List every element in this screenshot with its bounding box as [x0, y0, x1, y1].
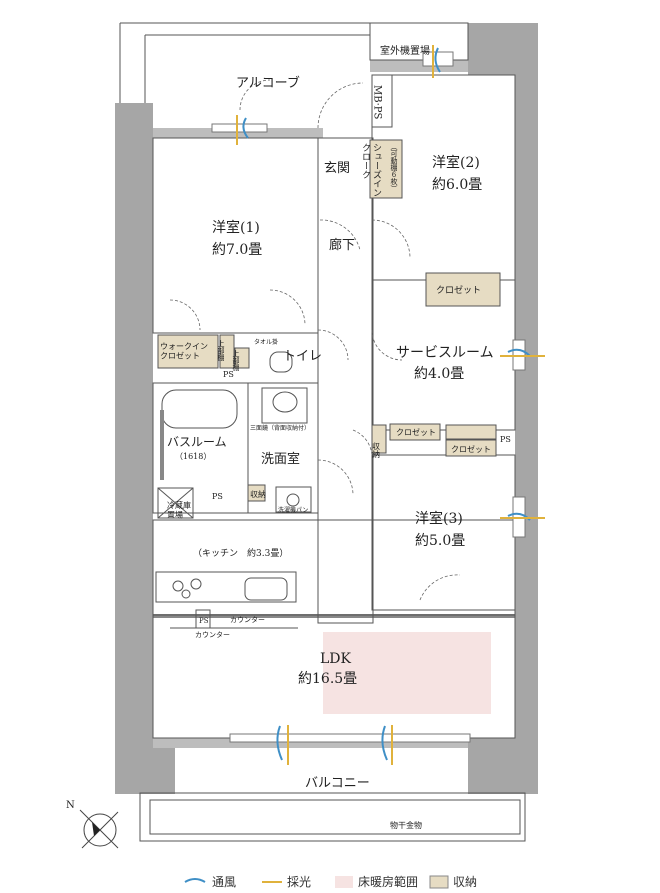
- closet-service: [389, 423, 441, 441]
- legend-ventilation: 通風: [212, 875, 236, 889]
- fridge-label: 冷蔵庫置場: [167, 500, 191, 520]
- upper-shelf-2: [234, 347, 250, 369]
- western1-size: 約7.0畳: [212, 242, 262, 258]
- shoes-closet: [369, 139, 403, 199]
- closet-w3-label: クロゼット: [451, 444, 491, 454]
- upper-shelf-1: [219, 334, 235, 369]
- shelf-note: （可動棚６枚）: [390, 143, 398, 192]
- upper-shelf1-label: 上部棚: [217, 339, 225, 362]
- ldk-size: 約16.5畳: [298, 671, 357, 687]
- closet-w2-label: クロゼット: [436, 284, 481, 296]
- walkin-label: ウォークインクロゼット: [160, 342, 208, 361]
- ps-label-3: PS: [500, 435, 511, 444]
- western2-size: 約6.0畳: [432, 177, 482, 193]
- outdoor-unit-label: 室外機置場: [380, 44, 430, 57]
- counter1-label: カウンター: [230, 615, 265, 624]
- western3-name: 洋室(3): [415, 510, 463, 527]
- window-markers: [211, 45, 545, 765]
- ps-label-2: PS: [212, 492, 223, 501]
- western3-size: 約5.0畳: [415, 533, 465, 549]
- legend-storage: 収納: [453, 875, 477, 889]
- corridor-label: 廊下: [329, 237, 355, 253]
- ventilation-icon: [184, 878, 206, 883]
- washroom-label: 洗面室: [261, 451, 300, 467]
- mirror-note: 三面鏡（背面収納付）: [250, 424, 310, 432]
- closet-service-label: クロゼット: [396, 427, 436, 437]
- legend-light: 採光: [287, 875, 311, 889]
- storage-service-label: 収納: [372, 441, 381, 459]
- interior-lines: [119, 22, 526, 842]
- toilet-label: トイレ: [283, 349, 322, 364]
- door-swings: [169, 79, 461, 601]
- closet-w3-top: [445, 424, 497, 440]
- compass: [79, 809, 119, 849]
- storage-wash-label: 収納: [250, 489, 266, 499]
- western1-name: 洋室(1): [212, 219, 260, 236]
- service-room-size: 約4.0畳: [414, 366, 464, 382]
- ps-label-4: PS: [199, 617, 209, 625]
- mbps-label: MB·PS: [372, 85, 383, 119]
- toilet-fixture: [269, 351, 293, 373]
- closet-w3: [445, 439, 497, 457]
- kitchen-label: （キッチン 約3.3畳）: [193, 547, 288, 559]
- counter2-label: カウンター: [195, 630, 230, 639]
- washer-pan-label: 洗濯機パン: [278, 506, 308, 514]
- north-label: N: [66, 800, 75, 811]
- bathroom-size: （1618）: [175, 452, 211, 461]
- balcony-label: バルコニー: [305, 776, 370, 791]
- storage-service: [371, 424, 387, 454]
- floor-heating-swatch: [335, 876, 353, 888]
- shoes-closet-label: シューズインクローク: [360, 143, 382, 197]
- entrance-label: 玄関: [324, 161, 350, 176]
- storage-units: [157, 139, 501, 502]
- legend: 通風 採光 床暖房範囲 収納: [184, 874, 477, 889]
- floor-heating-area: [323, 632, 491, 714]
- bathroom-name: バスルーム: [167, 435, 227, 449]
- service-room-name: サービスルーム: [396, 345, 494, 361]
- drying-rack-label: 物干金物: [390, 820, 422, 830]
- upper-shelf2-label: 上部棚: [232, 349, 240, 372]
- western2-name: 洋室(2): [432, 154, 480, 171]
- storage-swatch: [429, 875, 449, 889]
- alcove-label: アルコーブ: [236, 75, 300, 91]
- fixtures: [155, 351, 312, 629]
- closet-w2: [425, 272, 501, 307]
- storage-wash: [247, 484, 266, 502]
- ldk-name: LDK: [320, 651, 352, 667]
- towel-rail-label: タオル掛: [254, 338, 278, 346]
- room-labels: アルコーブ 室外機置場 MB·PS 玄関 シューズインクローク （可動棚６枚） …: [160, 44, 511, 830]
- ps-label-1: PS: [223, 370, 234, 379]
- walkin-closet: [157, 334, 219, 369]
- legend-floor-heating: 床暖房範囲: [358, 874, 418, 889]
